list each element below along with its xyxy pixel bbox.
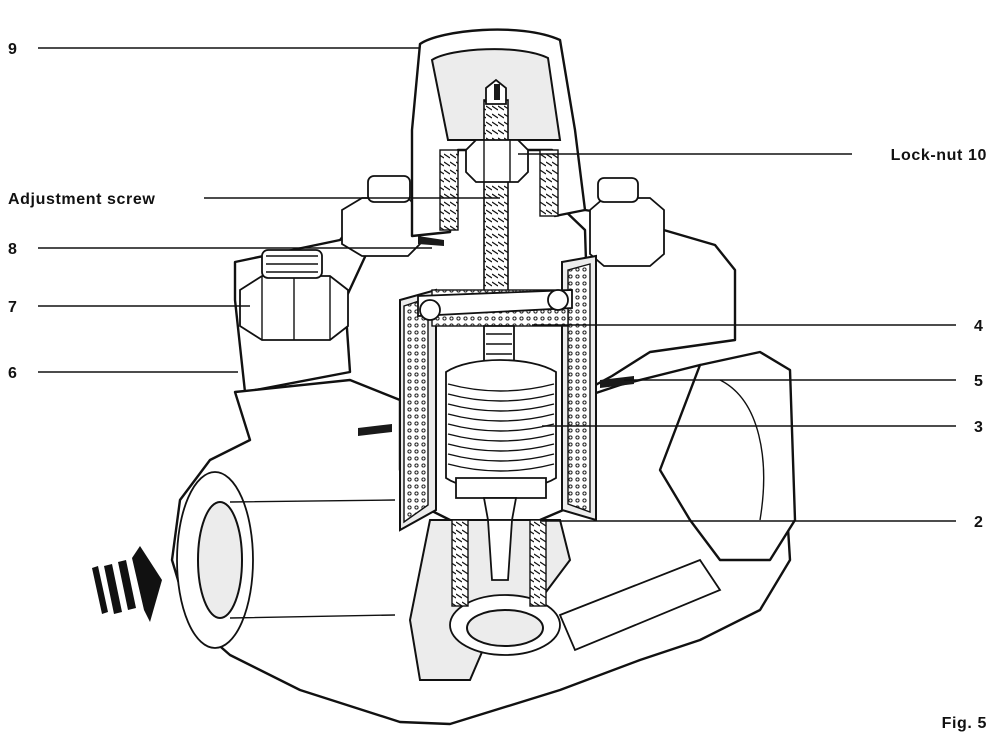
figure-caption: Fig. 5 — [942, 715, 987, 732]
bellows-element — [445, 325, 557, 499]
lock-nut — [465, 139, 529, 183]
callout-5: 5 — [974, 373, 983, 390]
callout-lock-nut: Lock-nut 10 — [891, 147, 987, 164]
valve-seat — [451, 497, 547, 607]
callout-8: 8 — [8, 241, 17, 258]
callout-3: 3 — [974, 419, 983, 436]
callout-7: 7 — [8, 299, 17, 316]
valve-body — [170, 204, 797, 726]
callout-9: 9 — [8, 41, 17, 58]
callout-4: 4 — [974, 318, 983, 335]
callout-2: 2 — [974, 514, 983, 531]
cover-bolts — [239, 175, 665, 341]
adjustment-screw — [483, 78, 509, 301]
flow-direction-arrow — [92, 546, 162, 622]
callout-adjustment-screw: Adjustment screw — [8, 191, 155, 208]
leader-lines — [38, 47, 956, 522]
callout-6: 6 — [8, 365, 17, 382]
body-gasket — [358, 376, 634, 436]
